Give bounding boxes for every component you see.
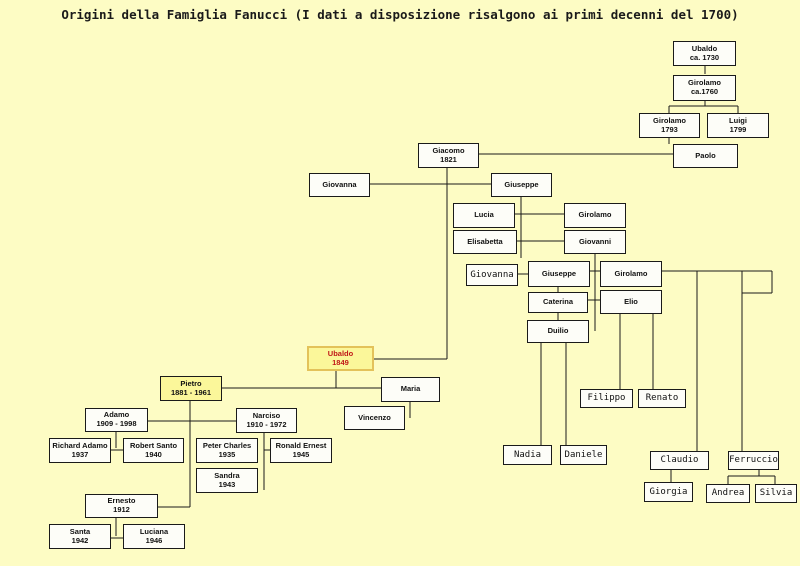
person-girolamo-3: Girolamo bbox=[564, 203, 626, 228]
person-lucia: Lucia bbox=[453, 203, 515, 228]
person-giuseppe-2: Giuseppe bbox=[528, 261, 590, 287]
person-girolamo-1760: Girolamo ca.1760 bbox=[673, 75, 736, 101]
person-giovanna-2: Giovanna bbox=[466, 264, 518, 286]
person-giacomo-1821: Giacomo 1821 bbox=[418, 143, 479, 168]
person-pietro: Pietro 1881 - 1961 bbox=[160, 376, 222, 401]
person-narciso: Narciso 1910 - 1972 bbox=[236, 408, 297, 433]
person-adamo: Adamo 1909 - 1998 bbox=[85, 408, 148, 432]
person-luciana: Luciana 1946 bbox=[123, 524, 185, 549]
person-paolo: Paolo bbox=[673, 144, 738, 168]
person-caterina: Caterina bbox=[528, 292, 588, 313]
person-santa: Santa 1942 bbox=[49, 524, 111, 549]
person-richard-adamo: Richard Adamo 1937 bbox=[49, 438, 111, 463]
person-robert-santo: Robert Santo 1940 bbox=[123, 438, 184, 463]
person-elisabetta: Elisabetta bbox=[453, 230, 517, 254]
person-ferruccio: Ferruccio bbox=[728, 451, 779, 470]
person-luigi-1799: Luigi 1799 bbox=[707, 113, 769, 138]
person-girolamo-1793: Girolamo 1793 bbox=[639, 113, 700, 138]
person-peter-charles: Peter Charles 1935 bbox=[196, 438, 258, 463]
person-ubaldo-1849: Ubaldo 1849 bbox=[307, 346, 374, 371]
person-ernesto: Ernesto 1912 bbox=[85, 494, 158, 518]
person-ronald-ernest: Ronald Ernest 1945 bbox=[270, 438, 332, 463]
person-maria: Maria bbox=[381, 377, 440, 402]
person-giuseppe-1: Giuseppe bbox=[491, 173, 552, 197]
person-vincenzo: Vincenzo bbox=[344, 406, 405, 430]
person-daniele: Daniele bbox=[560, 445, 607, 465]
person-claudio: Claudio bbox=[650, 451, 709, 470]
person-giovanni: Giovanni bbox=[564, 230, 626, 254]
person-giovanna-1: Giovanna bbox=[309, 173, 370, 197]
person-renato: Renato bbox=[638, 389, 686, 408]
person-ubaldo-1730: Ubaldo ca. 1730 bbox=[673, 41, 736, 66]
person-duilio: Duilio bbox=[527, 320, 589, 343]
person-silvia: Silvia bbox=[755, 484, 797, 503]
person-giorgia: Giorgia bbox=[644, 482, 693, 502]
person-girolamo-4: Girolamo bbox=[600, 261, 662, 287]
page-title: Origini della Famiglia Fanucci (I dati a… bbox=[61, 7, 739, 22]
person-sandra: Sandra 1943 bbox=[196, 468, 258, 493]
person-nadia: Nadia bbox=[503, 445, 552, 465]
person-filippo: Filippo bbox=[580, 389, 633, 408]
person-andrea: Andrea bbox=[706, 484, 750, 503]
person-elio: Elio bbox=[600, 290, 662, 314]
